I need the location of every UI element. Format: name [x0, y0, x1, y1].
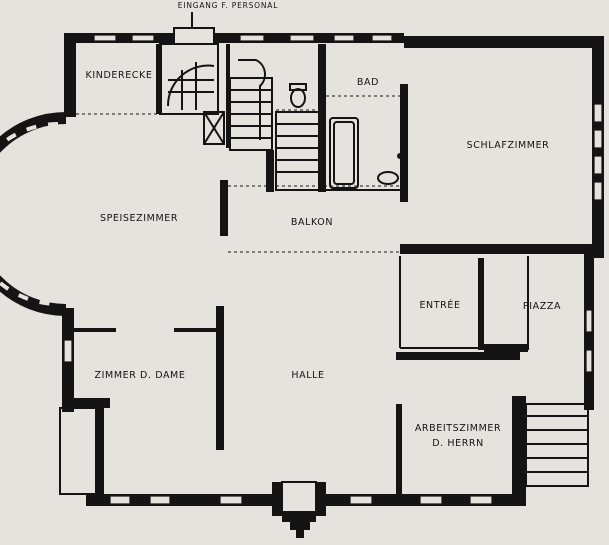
- wall-dame-top-right: [174, 328, 216, 332]
- porch-right: [316, 482, 326, 516]
- toilet: [290, 88, 306, 108]
- label-entree: ENTRÉE: [419, 299, 460, 311]
- wall-left-top: [64, 33, 76, 117]
- bathtub-inner: [333, 121, 355, 185]
- label-schlafzimmer: SCHLAFZIMMER: [467, 140, 550, 151]
- label-arbeitszimmer-herrn: D. HERRN: [432, 438, 484, 449]
- wall-balkon-left: [220, 180, 228, 236]
- window: [371, 34, 393, 42]
- porch-left: [272, 482, 282, 516]
- toilet-tank: [289, 83, 307, 91]
- window: [131, 34, 155, 42]
- bay-window-arc: [0, 112, 67, 316]
- window: [593, 129, 603, 149]
- spiral-stair-curve: [166, 64, 215, 107]
- window: [239, 34, 265, 42]
- wall-bad-left: [318, 44, 326, 192]
- wall-arbeits-right: [512, 396, 526, 506]
- door-knob: [397, 153, 403, 159]
- wall-entree-right: [478, 258, 484, 350]
- label-speisezimmer: SPEISEZIMMER: [100, 213, 178, 224]
- label-halle: HALLE: [291, 370, 324, 381]
- label-entrance: EINGANG F. PERSONAL: [178, 1, 278, 10]
- label-zimmer-dame: ZIMMER D. DAME: [95, 370, 186, 381]
- bay-bottom-left: [59, 407, 97, 495]
- wall-bad-right: [400, 84, 408, 202]
- window: [593, 155, 603, 175]
- label-arbeitszimmer: ARBEITSZIMMER: [415, 423, 501, 434]
- window: [419, 495, 443, 505]
- stair-landing: [203, 111, 225, 145]
- window: [585, 349, 593, 373]
- window: [469, 495, 493, 505]
- wall-top-right: [404, 36, 604, 48]
- porch-step-1: [282, 512, 316, 522]
- wall-schlaf-bottom: [400, 244, 598, 254]
- bathtub: [329, 117, 359, 189]
- window: [93, 34, 117, 42]
- wall-arbeits-top: [396, 352, 520, 360]
- stair-landing-cross: [203, 111, 225, 145]
- wall-stub-bl: [62, 398, 110, 408]
- bay-window-panes: [0, 122, 59, 306]
- porch-inner: [281, 481, 317, 513]
- label-bad: BAD: [357, 77, 379, 88]
- wall-piazza-bottom: [484, 344, 528, 352]
- window: [109, 495, 131, 505]
- porch-step-3: [296, 528, 304, 538]
- window: [593, 181, 603, 201]
- window: [349, 495, 373, 505]
- window: [593, 103, 603, 123]
- stair-arrow: [238, 59, 266, 140]
- wall-kinderecke: [156, 44, 162, 114]
- label-kinderecke: KINDERECKE: [86, 70, 153, 81]
- porch-step-2: [290, 520, 310, 530]
- entrance-vestibule: [173, 27, 215, 45]
- window: [585, 309, 593, 333]
- washbasin: [377, 171, 399, 185]
- wall-dame-top-left: [74, 328, 116, 332]
- wall-halle-left: [216, 306, 224, 450]
- window: [63, 339, 73, 363]
- window: [333, 34, 355, 42]
- wall-bay-bottom-left: [96, 408, 104, 496]
- wall-top-left: [64, 33, 174, 43]
- label-piazza: PIAZZA: [523, 301, 561, 312]
- stair-post: [266, 150, 274, 192]
- wall-arbeits-left: [396, 404, 402, 504]
- label-balkon: BALKON: [291, 217, 333, 228]
- stair-wall: [226, 44, 230, 148]
- window: [149, 495, 171, 505]
- window: [289, 34, 315, 42]
- window: [219, 495, 243, 505]
